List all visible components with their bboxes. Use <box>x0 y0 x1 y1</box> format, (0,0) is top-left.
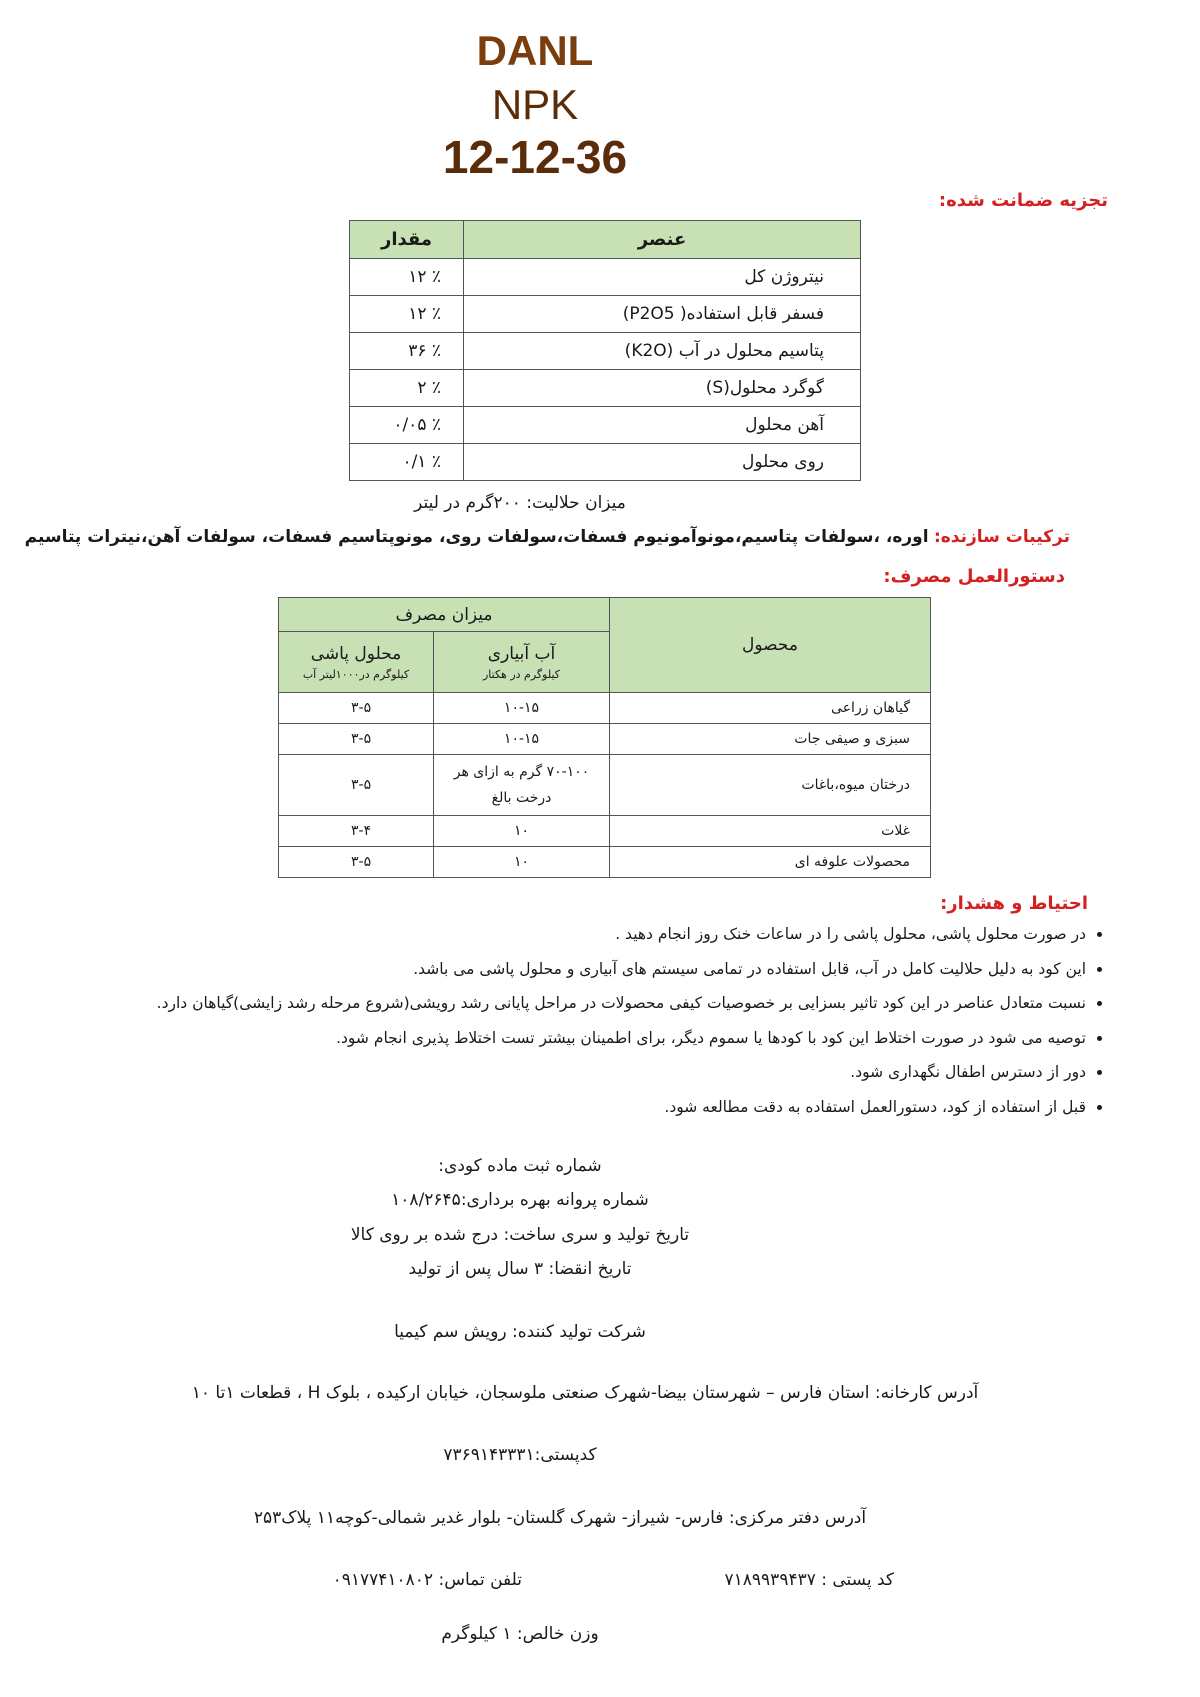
irrigation-cell: ۷۰-۱۰۰ گرم به ازای هر درخت بالغ <box>433 754 610 816</box>
col-irrigation-unit: کیلوگرم در هکتار <box>482 667 561 681</box>
table-row: درختان میوه،باغات ۷۰-۱۰۰ گرم به ازای هر … <box>278 754 931 816</box>
solubility-text: میزان حلالیت: ۲۰۰گرم در لیتر <box>414 493 626 513</box>
spray-cell: ۳-۵ <box>278 754 434 816</box>
irrigation-cell: ۱۰ <box>433 815 610 847</box>
list-item: قبل از استفاده از کود، دستورالعمل استفاد… <box>36 1095 1086 1130</box>
crop-cell: غلات <box>609 815 931 847</box>
col-rate: میزان مصرف <box>278 597 610 632</box>
table-row: آهن محلول ٪ ۰/۰۵ <box>349 406 861 444</box>
manufacturer: شرکت تولید کننده: رویش سم کیمیا <box>394 1322 646 1342</box>
crop-cell: گیاهان زراعی <box>609 692 931 724</box>
office-postcode: کد پستی : ۷۱۸۹۹۳۹۴۳۷ <box>724 1570 894 1590</box>
amount-cell: ٪ ۲ <box>349 369 464 407</box>
analysis-heading: تجزیه ضمانت شده: <box>938 190 1108 211</box>
table-row: روی محلول ٪ ۰/۱ <box>349 443 861 481</box>
product-title: NPK <box>491 81 579 128</box>
reg-number: شماره ثبت ماده کودی: <box>438 1156 602 1176</box>
table-row: سبزی و صیفی جات ۱۰-۱۵ ۳-۵ <box>278 723 931 755</box>
crop-cell: درختان میوه،باغات <box>609 754 931 816</box>
amount-cell: ٪ ۱۲ <box>349 258 464 296</box>
element-cell: نیتروژن کل <box>463 258 861 296</box>
expiry-date: تاریخ انقضا: ۳ سال پس از تولید <box>408 1259 632 1279</box>
irrigation-cell: ۱۰-۱۵ <box>433 723 610 755</box>
table-row: فسفر قابل استفاده( P2O5) ٪ ۱۲ <box>349 295 861 333</box>
col-spray: محلول پاشی کیلوگرم در۱۰۰۰لیتر آب <box>278 631 434 693</box>
composition-text: اوره، ،سولفات پتاسیم،مونوآمونیوم فسفات،س… <box>24 527 929 547</box>
irrigation-cell: ۱۰-۱۵ <box>433 692 610 724</box>
phone-number: تلفن تماس: ۰۹۱۷۷۴۱۰۸۰۲ <box>332 1570 522 1590</box>
composition-label: ترکیبات سازنده: <box>933 527 1070 547</box>
table-row: گیاهان زراعی ۱۰-۱۵ ۳-۵ <box>278 692 931 724</box>
spray-cell: ۳-۵ <box>278 723 434 755</box>
col-spray-label: محلول پاشی <box>310 643 402 664</box>
col-amount: مقدار <box>349 220 464 259</box>
table-row: نیتروژن کل ٪ ۱۲ <box>349 258 861 296</box>
element-cell: پتاسیم محلول در آب (K2O) <box>463 332 861 370</box>
factory-address: آدرس کارخانه: استان فارس – شهرستان بیضا-… <box>191 1383 979 1403</box>
irrigation-cell: ۱۰ <box>433 846 610 878</box>
composition-line: ترکیبات سازنده: اوره، ،سولفات پتاسیم،مون… <box>25 527 1070 547</box>
crop-cell: سبزی و صیفی جات <box>609 723 931 755</box>
factory-postcode: کدپستی:۷۳۶۹۱۴۳۳۳۱ <box>443 1445 597 1465</box>
spray-cell: ۳-۴ <box>278 815 434 847</box>
element-cell: روی محلول <box>463 443 861 481</box>
col-spray-unit: کیلوگرم در۱۰۰۰لیتر آب <box>302 667 410 681</box>
amount-cell: ٪ ۳۶ <box>349 332 464 370</box>
brand-title: DANL <box>476 27 594 74</box>
spray-cell: ۳-۵ <box>278 846 434 878</box>
production-date: تاریخ تولید و سری ساخت: درج شده بر روی ک… <box>350 1225 690 1245</box>
table-row: پتاسیم محلول در آب (K2O) ٪ ۳۶ <box>349 332 861 370</box>
net-weight: وزن خالص: ۱ کیلوگرم <box>441 1624 599 1644</box>
amount-cell: ٪ ۰/۰۵ <box>349 406 464 444</box>
office-address: آدرس دفتر مرکزی: فارس- شیراز- شهرک گلستا… <box>253 1508 867 1528</box>
list-item: دور از دسترس اطفال نگهداری شود. <box>36 1060 1086 1095</box>
crop-cell: محصولات علوفه ای <box>609 846 931 878</box>
table-row: غلات ۱۰ ۳-۴ <box>278 815 931 847</box>
warnings-heading: احتیاط و هشدار: <box>940 893 1088 914</box>
element-cell: فسفر قابل استفاده( P2O5) <box>463 295 861 333</box>
amount-cell: ٪ ۰/۱ <box>349 443 464 481</box>
table-row: گوگرد محلول(S) ٪ ۲ <box>349 369 861 407</box>
spray-cell: ۳-۵ <box>278 692 434 724</box>
col-element: عنصر <box>463 220 861 259</box>
list-item: این کود به دلیل حلالیت کامل در آب، قابل … <box>36 957 1086 992</box>
list-item: نسبت متعادل عناصر در این کود تاثیر بسزای… <box>36 991 1086 1026</box>
usage-heading: دستورالعمل مصرف: <box>883 566 1065 587</box>
formula-title: 12-12-36 <box>442 131 628 183</box>
analysis-table: عنصر مقدار نیتروژن کل ٪ ۱۲ فسفر قابل است… <box>349 220 861 481</box>
amount-cell: ٪ ۱۲ <box>349 295 464 333</box>
list-item: در صورت محلول پاشی، محلول پاشی را در ساع… <box>36 922 1086 957</box>
list-item: توصیه می شود در صورت اختلاط این کود با ک… <box>36 1026 1086 1061</box>
col-irrigation: آب آبیاری کیلوگرم در هکتار <box>433 631 610 693</box>
license-number: شماره پروانه بهره برداری:۱۰۸/۲۶۴۵ <box>391 1190 649 1210</box>
usage-table: محصول میزان مصرف آب آبیاری کیلوگرم در هک… <box>278 597 931 878</box>
warnings-list: در صورت محلول پاشی، محلول پاشی را در ساع… <box>36 922 1108 1129</box>
col-irrigation-label: آب آبیاری <box>487 643 556 664</box>
col-crop: محصول <box>609 597 931 693</box>
element-cell: آهن محلول <box>463 406 861 444</box>
element-cell: گوگرد محلول(S) <box>463 369 861 407</box>
table-row: محصولات علوفه ای ۱۰ ۳-۵ <box>278 846 931 878</box>
